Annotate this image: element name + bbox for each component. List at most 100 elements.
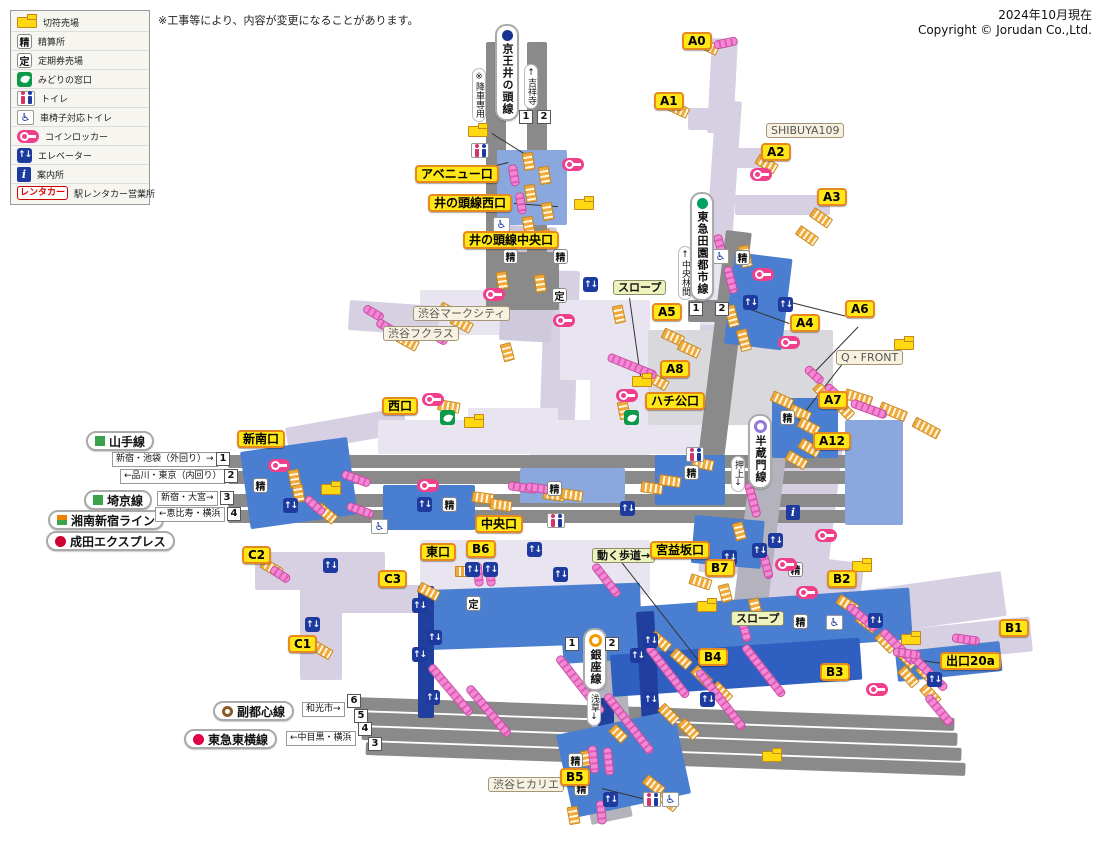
direction-box: ←恵比寿・横浜: [155, 507, 225, 522]
elevator-icon: ↑↓: [553, 567, 568, 582]
green-icon: [17, 71, 32, 87]
exit-label: A6: [845, 300, 875, 318]
elevator-icon: ↑↓: [643, 692, 658, 707]
platform-number: 2: [605, 637, 619, 651]
line-badge: 成田エクスプレス: [46, 531, 175, 551]
line-badge-label: 東急東横線: [208, 732, 269, 747]
coin-icon: [17, 129, 39, 143]
wheelchair-toilet-icon: ♿: [493, 217, 510, 232]
commuter-pass-icon: 定: [552, 288, 567, 303]
fare-adjustment-icon: 精: [735, 250, 750, 265]
ticket-machine-icon: [697, 598, 717, 612]
elevator-icon: ↑↓: [583, 277, 598, 292]
toilet-icon: [17, 90, 35, 106]
building-label: Q・FRONT: [836, 350, 904, 365]
ticket-icon: [17, 13, 37, 28]
legend-box: 切符売場精精算所定定期券売場みどりの窓口トイレ♿車椅子対応トイレコインロッカー↑…: [10, 10, 155, 205]
legend-item: レンタカー駅レンタカー営業所: [11, 183, 155, 202]
construction-note: ※工事等により、内容が変更になることがあります。: [158, 14, 419, 27]
elevator-icon: ↑↓: [412, 647, 427, 662]
line-symbol-icon: [57, 515, 67, 525]
copyright: Copyright © Jorudan Co.,Ltd.: [917, 23, 1092, 37]
stairs-icon: [499, 342, 515, 363]
midori-window-icon: [440, 410, 455, 425]
coin-locker-icon: [752, 268, 774, 281]
wheelchair-toilet-icon: ♿: [826, 615, 843, 630]
line-badge: 山手線: [86, 431, 155, 451]
exit-label: B6: [466, 540, 496, 558]
line-badge-label: 副都心線: [237, 704, 286, 719]
ticket-machine-icon: [901, 631, 921, 645]
line-badge-label: 京王井の頭線: [501, 43, 514, 115]
wheelchair-toilet-icon: ♿: [712, 249, 729, 264]
ticket-machine-icon: [464, 414, 484, 428]
coin-locker-icon: [796, 586, 818, 599]
coin-locker-icon: [553, 314, 575, 327]
fare-adjustment-icon: 精: [780, 410, 795, 425]
exit-label: 新南口: [237, 430, 286, 448]
elevator-icon: ↑↓: [643, 633, 658, 648]
line-symbol-icon: [222, 705, 233, 717]
exit-label: B2: [827, 570, 857, 588]
elevator-icon: ↑↓: [603, 792, 618, 807]
platform-number: 5: [354, 709, 368, 723]
exit-label: 宮益坂口: [650, 541, 711, 559]
direction-label: ↑吉祥寺: [524, 64, 538, 109]
legend-item-label: エレベーター: [38, 151, 93, 162]
toilet-icon: [547, 513, 565, 528]
line-badge-label: 半蔵門線: [754, 435, 767, 483]
stairs-icon: [794, 224, 820, 247]
line-badge-label: 東急田園都市線: [696, 211, 709, 295]
exit-label: 中央口: [475, 515, 524, 533]
line-badge-label: 埼京線: [107, 493, 144, 508]
line-badge: 半蔵門線: [748, 414, 772, 489]
exit-label: B4: [698, 648, 728, 666]
exit-label: ハチ公口: [645, 392, 706, 410]
elevator-icon: ↑↓: [778, 297, 793, 312]
direction-box: 新宿・大宮→: [157, 491, 218, 506]
elevator-icon: ↑↓: [425, 690, 440, 705]
elevator-icon: ↑↓: [465, 562, 480, 577]
line-badge: 銀座線: [583, 628, 607, 691]
toilet-icon: [643, 792, 661, 807]
facility-label: スロープ: [731, 611, 785, 626]
fare-adjustment-icon: 精: [503, 249, 518, 264]
line-badge: 東急東横線: [184, 729, 278, 749]
elevator-icon: ↑↓: [927, 672, 942, 687]
coin-locker-icon: [815, 529, 837, 542]
coin-locker-icon: [750, 168, 772, 181]
ticket-machine-icon: [762, 748, 782, 762]
elevator-icon: ↑↓: [412, 598, 427, 613]
platform-number: 2: [537, 110, 551, 124]
legend-item: みどりの窓口: [11, 69, 149, 88]
platform-number: 4: [358, 722, 372, 736]
facility-label: スロープ: [613, 280, 667, 295]
exit-label: A7: [818, 391, 848, 409]
ticket-machine-icon: [468, 123, 488, 137]
elevator-icon: ↑↓: [868, 613, 883, 628]
direction-box: 和光市→: [302, 702, 345, 717]
coin-locker-icon: [778, 336, 800, 349]
line-badge-label: 湘南新宿ライン: [71, 513, 156, 528]
platform-number: 6: [347, 694, 361, 708]
building-label: 渋谷マークシティ: [413, 306, 511, 321]
elevator-icon: ↑↓: [483, 562, 498, 577]
legend-item: 精精算所: [11, 31, 149, 50]
line-symbol-icon: [501, 30, 513, 41]
line-badge: 副都心線: [213, 701, 295, 721]
coin-locker-icon: [616, 389, 638, 402]
platform-number: 4: [227, 507, 241, 521]
exit-label: B1: [999, 619, 1029, 637]
exit-label: B5: [560, 768, 590, 786]
exit-label: C3: [378, 570, 408, 588]
legend-item: 切符売場: [11, 13, 149, 31]
line-symbol-icon: [588, 634, 602, 647]
exit-label: A3: [817, 188, 847, 206]
direction-label: 押上↓: [731, 456, 745, 492]
exit-label: C1: [288, 635, 318, 653]
elev-icon: ↑↓: [17, 147, 32, 163]
platform-number: 1: [216, 452, 230, 466]
exit-label: アベニュー口: [415, 165, 499, 183]
direction-label: 浅草↓: [587, 690, 601, 726]
